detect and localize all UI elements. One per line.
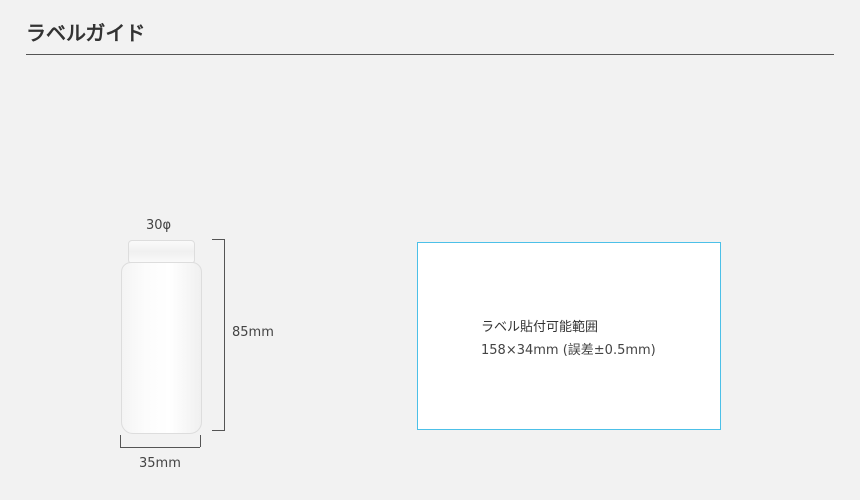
width-label: 35mm (139, 456, 181, 471)
label-area-box (417, 242, 721, 430)
title-divider (26, 54, 834, 55)
page-title: ラベルガイド (26, 21, 146, 45)
bottle-neck (128, 240, 195, 264)
bottle-body (121, 262, 202, 434)
label-area-title: ラベル貼付可能範囲 (481, 320, 599, 335)
label-area-dimensions: 158×34mm (誤差±0.5mm) (481, 343, 656, 358)
diameter-label: 30φ (146, 218, 172, 233)
height-label: 85mm (232, 325, 274, 340)
